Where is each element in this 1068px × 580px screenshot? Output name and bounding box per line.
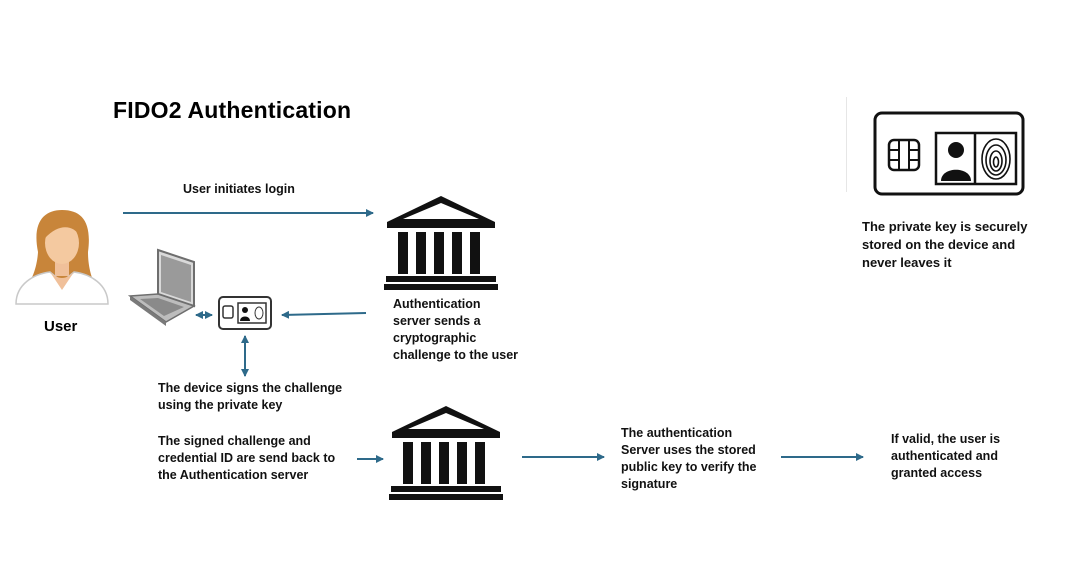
page-title: FIDO2 Authentication (113, 97, 352, 123)
private-key-note-line: stored on the device and (862, 237, 1016, 252)
step-challenge-line: Authentication (393, 297, 481, 311)
security-key-card-icon (218, 296, 272, 330)
step-granted-line: authenticated and (891, 449, 998, 463)
step-send-back-line: credential ID are send back to (158, 451, 336, 465)
step-verify-line: Server uses the stored (621, 443, 756, 457)
step-granted-line: granted access (891, 466, 983, 480)
bank-server-icon (389, 406, 503, 500)
divider (846, 97, 847, 192)
private-key-note: The private key is securely stored on th… (862, 218, 1062, 272)
step-challenge-line: cryptographic (393, 331, 477, 345)
person-silhouette-icon (941, 142, 971, 181)
step-challenge-line: challenge to the user (393, 348, 519, 362)
step-login-label: User initiates login (183, 182, 295, 196)
chip-icon (887, 138, 921, 172)
private-key-note-line: The private key is securely (862, 219, 1028, 234)
fingerprint-icon (981, 138, 1011, 180)
step-send-back-line: the Authentication server (158, 468, 309, 482)
step-granted-label: If valid, the user is authenticated and … (891, 431, 1031, 482)
user-avatar-icon (15, 210, 109, 305)
step-sign-line: using the private key (158, 398, 283, 412)
step-sign-label: The device signs the challenge using the… (158, 380, 388, 414)
device-card-icon (873, 111, 1025, 196)
step-verify-line: The authentication (621, 426, 733, 440)
step-send-back-line: The signed challenge and (158, 434, 311, 448)
step-granted-line: If valid, the user is (891, 432, 1001, 446)
step-verify-line: signature (621, 477, 678, 491)
arrow-challenge-to-card (281, 310, 367, 319)
user-label: User (44, 318, 78, 335)
bank-server-icon (384, 196, 498, 290)
step-sign-line: The device signs the challenge (158, 381, 343, 395)
step-verify-line: public key to verify the (621, 460, 757, 474)
step-challenge-label: Authentication server sends a cryptograp… (393, 296, 553, 364)
private-key-note-line: never leaves it (862, 255, 952, 270)
step-send-back-label: The signed challenge and credential ID a… (158, 433, 358, 484)
step-challenge-line: server sends a (393, 314, 481, 328)
laptop-icon (127, 248, 196, 326)
step-verify-label: The authentication Server uses the store… (621, 425, 786, 493)
